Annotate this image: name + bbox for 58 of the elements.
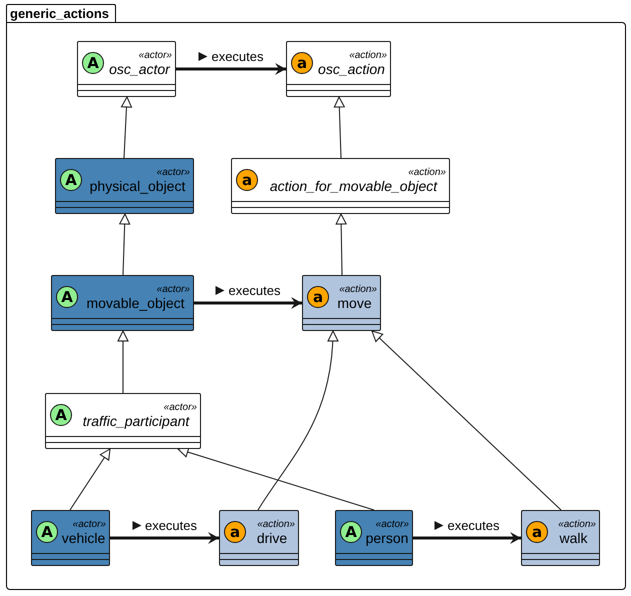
association-arrow [110, 532, 219, 544]
inheritance-arrow [372, 330, 562, 510]
class-type-marker: a [526, 521, 548, 544]
association-arrow [413, 532, 521, 544]
action-class-box [231, 158, 450, 214]
inheritance-arrow [258, 330, 338, 510]
stereotype-label: «actor» [138, 50, 172, 61]
inheritance-arrow [119, 214, 130, 276]
class-name: drive [256, 530, 288, 546]
class-type-marker: a [224, 521, 246, 544]
class-name: walk [559, 530, 588, 546]
class-type-marker: A [50, 404, 72, 426]
inheritance-arrow [121, 96, 132, 158]
class-type-marker: A [36, 521, 58, 544]
actor-class-box [55, 158, 194, 214]
class-name: movable_object [86, 294, 185, 311]
actor-class-box [51, 275, 194, 331]
class-name: move [337, 294, 372, 311]
class-name: person [366, 530, 408, 546]
association-arrow [176, 63, 286, 75]
inheritance-arrow [178, 446, 374, 510]
stereotype-label: «action» [257, 518, 295, 530]
class-name: vehicle [62, 530, 106, 546]
class-name: traffic_participant [82, 412, 190, 429]
inheritance-arrow [334, 96, 345, 158]
association-arrow [194, 297, 302, 309]
actor-class-box [77, 41, 176, 97]
class-type-marker: A [82, 52, 104, 74]
package-tab: generic_actions [6, 4, 116, 23]
stereotype-label: «action» [339, 284, 377, 295]
class-type-marker: A [56, 286, 78, 308]
action-class-box [521, 510, 600, 566]
class-name: osc_actor [109, 60, 170, 77]
stereotype-label: «action» [349, 50, 387, 61]
class-type-marker: a [307, 286, 329, 308]
class-name: action_for_movable_object [270, 178, 438, 194]
stereotype-label: «action» [408, 166, 446, 178]
inheritance-arrow [70, 448, 110, 510]
action-class-box [219, 510, 299, 566]
stereotype-label: «actor» [156, 166, 190, 178]
actor-class-box [31, 510, 110, 566]
action-class-box [302, 275, 381, 331]
stereotype-label: «action» [558, 518, 596, 530]
stereotype-label: «actor» [164, 402, 197, 413]
inheritance-arrow [336, 214, 347, 276]
actor-class-box [335, 510, 413, 566]
stereotype-label: «actor» [376, 518, 409, 530]
class-type-marker: a [291, 52, 313, 74]
class-name: physical_object [90, 178, 186, 194]
actor-class-box [45, 393, 201, 449]
class-type-marker: A [340, 521, 362, 544]
action-class-box [286, 41, 391, 97]
inheritance-arrow [118, 330, 128, 394]
stereotype-label: «actor» [72, 518, 106, 530]
class-type-marker: a [236, 169, 258, 192]
class-type-marker: A [60, 169, 82, 192]
stereotype-label: «actor» [156, 284, 190, 295]
class-name: osc_action [318, 60, 385, 77]
